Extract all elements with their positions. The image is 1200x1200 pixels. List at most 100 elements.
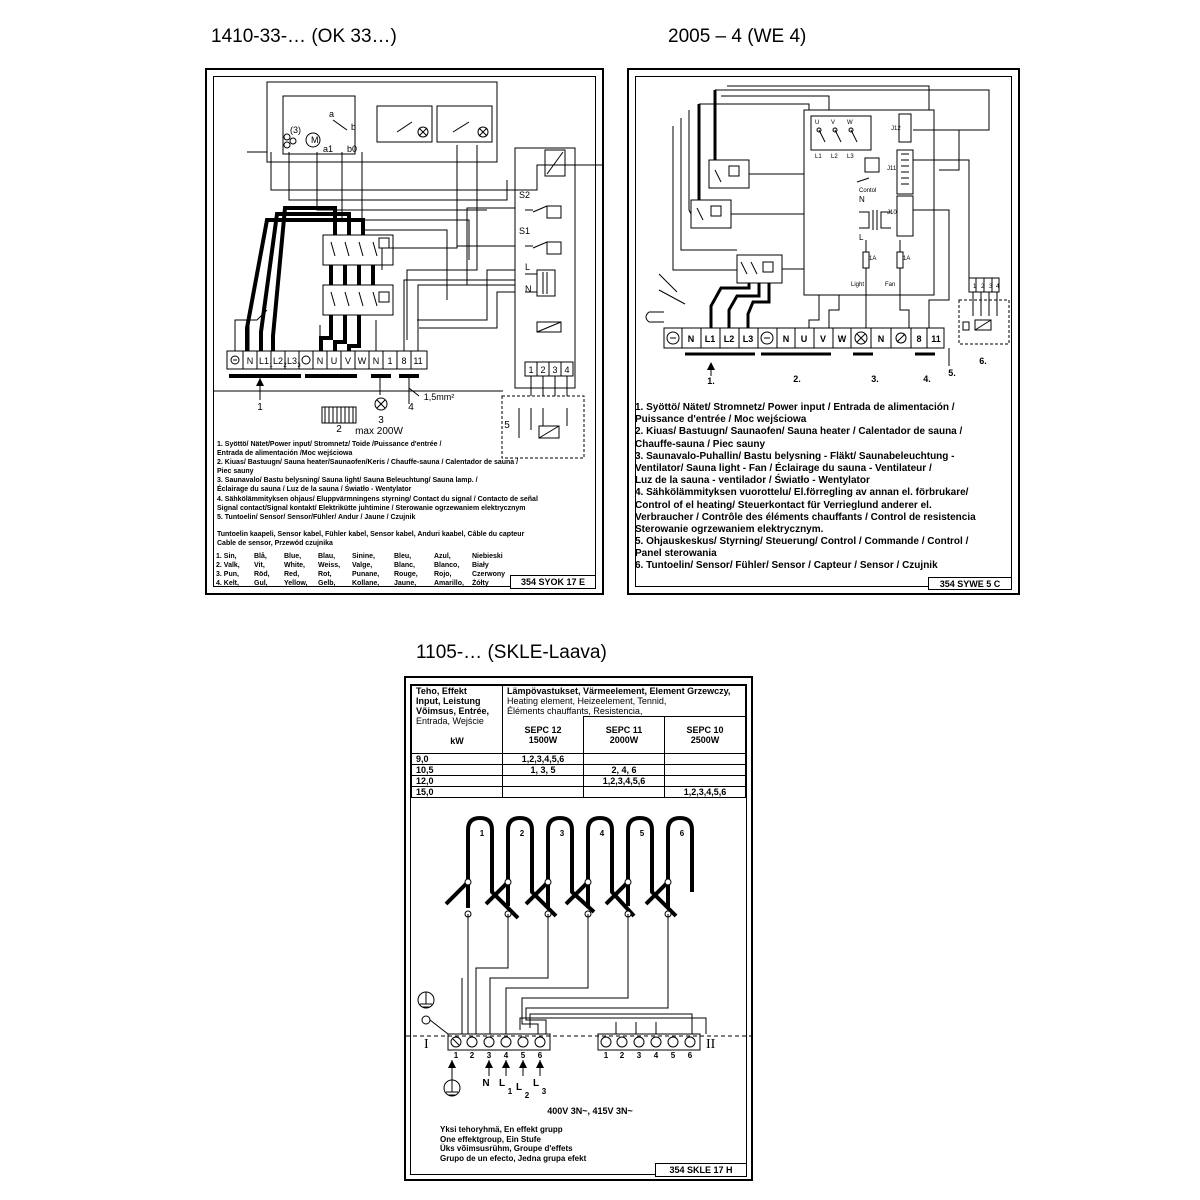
phase-sub-3: 3 <box>297 363 301 369</box>
terminal-label: 8 <box>916 334 921 344</box>
connector-j11: J11 <box>887 166 897 172</box>
heating-element-table: Teho, Effekt Input, Leistung Võimsus, En… <box>411 685 747 798</box>
legend-line: 5. Tuntoelin/ Sensor/ Sensor/Fühler/ And… <box>217 513 416 521</box>
ctrl-label-s2: S2 <box>519 190 530 200</box>
phase-sub: 1 <box>508 1087 513 1096</box>
motor-label: M <box>311 135 319 145</box>
table-row: 4. Kelt,Gul,Yellow,Gelb,Kollane,Jaune,Am… <box>216 580 489 587</box>
legend-line: 4. Sähkölämmityksen ohjaus/ Eluppvärmnin… <box>217 495 538 503</box>
terminal-label: L2 <box>273 356 283 366</box>
cable-title: Tuntoelin kaapeli, Sensor kabel, Fühler … <box>217 530 525 538</box>
callout-5: 5. <box>948 368 956 378</box>
terminal-label: N <box>317 356 324 366</box>
callout-4: 4 <box>408 402 414 413</box>
phase-label: L <box>533 1078 539 1089</box>
legend-line: Control of el heating/ Steuerkontact für… <box>635 499 932 511</box>
legend-line: Panel sterowania <box>635 548 717 560</box>
legend-line: Grupo de un efecto, Jedna grupa efekt <box>440 1153 587 1163</box>
legend-line: 5. Ohjauskeskus/ Styrning/ Steuerung/ Co… <box>635 536 969 548</box>
element-number: 6 <box>680 829 685 838</box>
element-number: 2 <box>520 829 525 838</box>
board-label-l3: L3 <box>847 154 854 160</box>
caption-left: 1410-33-… (OK 33…) <box>211 26 397 47</box>
fuse-label: 1A <box>903 256 910 262</box>
phase-sub-1: 1 <box>269 363 273 369</box>
legend-line: Luz de la sauna - ventilador / Światło -… <box>635 475 870 487</box>
terminal-label: N <box>878 334 885 344</box>
block1-pin: 5 <box>521 1051 526 1060</box>
output-fan-label: Fan <box>885 282 895 288</box>
terminal-label: L1 <box>259 356 269 366</box>
ctrl-label-n: N <box>525 284 532 294</box>
terminal-label: 8 <box>401 356 406 366</box>
caption-right: 2005 – 4 (WE 4) <box>668 26 807 47</box>
wire-gauge-label: 1,5mm² <box>424 392 455 402</box>
element-number: 5 <box>640 829 645 838</box>
terminal-label: W <box>838 334 847 344</box>
board-label-n: N <box>859 195 865 204</box>
block1-pin: 6 <box>538 1051 543 1060</box>
supply-voltage: 400V 3N~, 415V 3N~ <box>547 1106 633 1116</box>
connector-j10: J10 <box>887 210 897 216</box>
ctrl-label-l: L <box>525 262 530 272</box>
callout-2: 2. <box>793 374 801 384</box>
output-light-label: Light <box>851 282 864 288</box>
terminal-label: N <box>688 334 695 344</box>
diagram-panel-skle: Teho, Effekt Input, Leistung Võimsus, En… <box>404 676 755 1181</box>
legend-line: 4. Sähkölämmityksen vuorottelu/ El.förre… <box>635 487 969 499</box>
sensor-pin-label: 1 <box>973 284 977 290</box>
terminal-label: V <box>820 334 826 344</box>
legend-ok33: 1. Syöttö/ Nätet/Power input/ Stromnetz/… <box>217 440 538 548</box>
sensor-pin-label: 1 <box>528 365 533 375</box>
block1-pin: 3 <box>487 1051 492 1060</box>
sensor-pin-label: 4 <box>564 365 569 375</box>
block2-pin: 2 <box>620 1051 625 1060</box>
phase-sub: 3 <box>542 1087 547 1096</box>
lamp-max-label: max 200W <box>355 426 403 437</box>
legend-line: Sterowanie ogrzewaniem elektrycznym. <box>635 523 824 535</box>
phase-label: L <box>516 1082 522 1093</box>
terminal-label: L2 <box>724 334 735 344</box>
callout-4: 4. <box>923 374 931 384</box>
phase-sub: 2 <box>525 1091 530 1100</box>
board-label-w: W <box>847 120 853 126</box>
terminal-label: V <box>345 356 351 366</box>
diagram-frame <box>213 76 596 587</box>
callout-1: 1 <box>257 402 263 413</box>
table-row: 2. Valk,Vit,White,Weiss,Valge,Blanc,Blan… <box>216 562 489 569</box>
callout-2: 2 <box>336 424 342 435</box>
terminal-label: L3 <box>743 334 754 344</box>
terminal-label: N <box>783 334 790 344</box>
board-label-u: U <box>815 120 819 126</box>
fan-number-label: (3) <box>290 125 301 135</box>
phase-label: L <box>499 1078 505 1089</box>
group-label-2: II <box>706 1037 716 1052</box>
diagram-panel-ok33: M (3) a b a1 b0 S2 S1 L N N L1 L2 L3 N U… <box>205 68 604 595</box>
block2-pin: 5 <box>671 1051 676 1060</box>
legend-line: 6. Tuntoelin/ Sensor/ Fühler/ Sensor / C… <box>635 560 938 572</box>
legend-line: Verbraucher / Contrôle des éléments chau… <box>635 511 976 523</box>
sensor-pin-label: 2 <box>981 284 985 290</box>
ctrl-label-s1: S1 <box>519 226 530 236</box>
block1-pin: 2 <box>470 1051 475 1060</box>
diagram-frame <box>635 76 1012 587</box>
phase-sub-2: 2 <box>283 363 287 369</box>
diagram-frame <box>410 684 747 1175</box>
block2-pin: 1 <box>604 1051 609 1060</box>
board-label-l1: L1 <box>815 154 822 160</box>
wiring-drawing-ok33: M (3) a b a1 b0 S2 S1 L N N L1 L2 L3 N U… <box>214 81 602 459</box>
legend-line: 3. Saunavalo-Puhallin/ Bastu belysning -… <box>635 450 955 462</box>
heater-element-wiring: 1 2 3 4 5 6 1 2 3 4 5 6 1 2 3 4 5 6 N L … <box>406 816 755 1116</box>
neutral-label: N <box>482 1078 489 1089</box>
terminal-label: N <box>373 356 380 366</box>
legend-line: Üks võimsusrühm, Groupe d'effets <box>440 1144 573 1154</box>
legend-line: 1. Syöttö/ Nätet/ Stromnetz/ Power input… <box>635 402 955 413</box>
wiring-drawing-we4: N L1 L2 L3 N U V W N N 8 11 1. 2. 3. 4. … <box>645 85 1010 386</box>
legend-line: 3. Saunavalo/ Bastu belysning/ Sauna lig… <box>217 477 478 485</box>
legend-line: 2. Kiuas/ Bastuugn/ Saunaofen/ Sauna hea… <box>635 426 963 438</box>
relay-contact-b: b <box>351 122 356 132</box>
cable-color-table: 1. Sin,Blå,Blue,Blau,Sinine,Bleu,Azul,Ni… <box>215 552 506 588</box>
block2-pin: 4 <box>654 1051 659 1060</box>
